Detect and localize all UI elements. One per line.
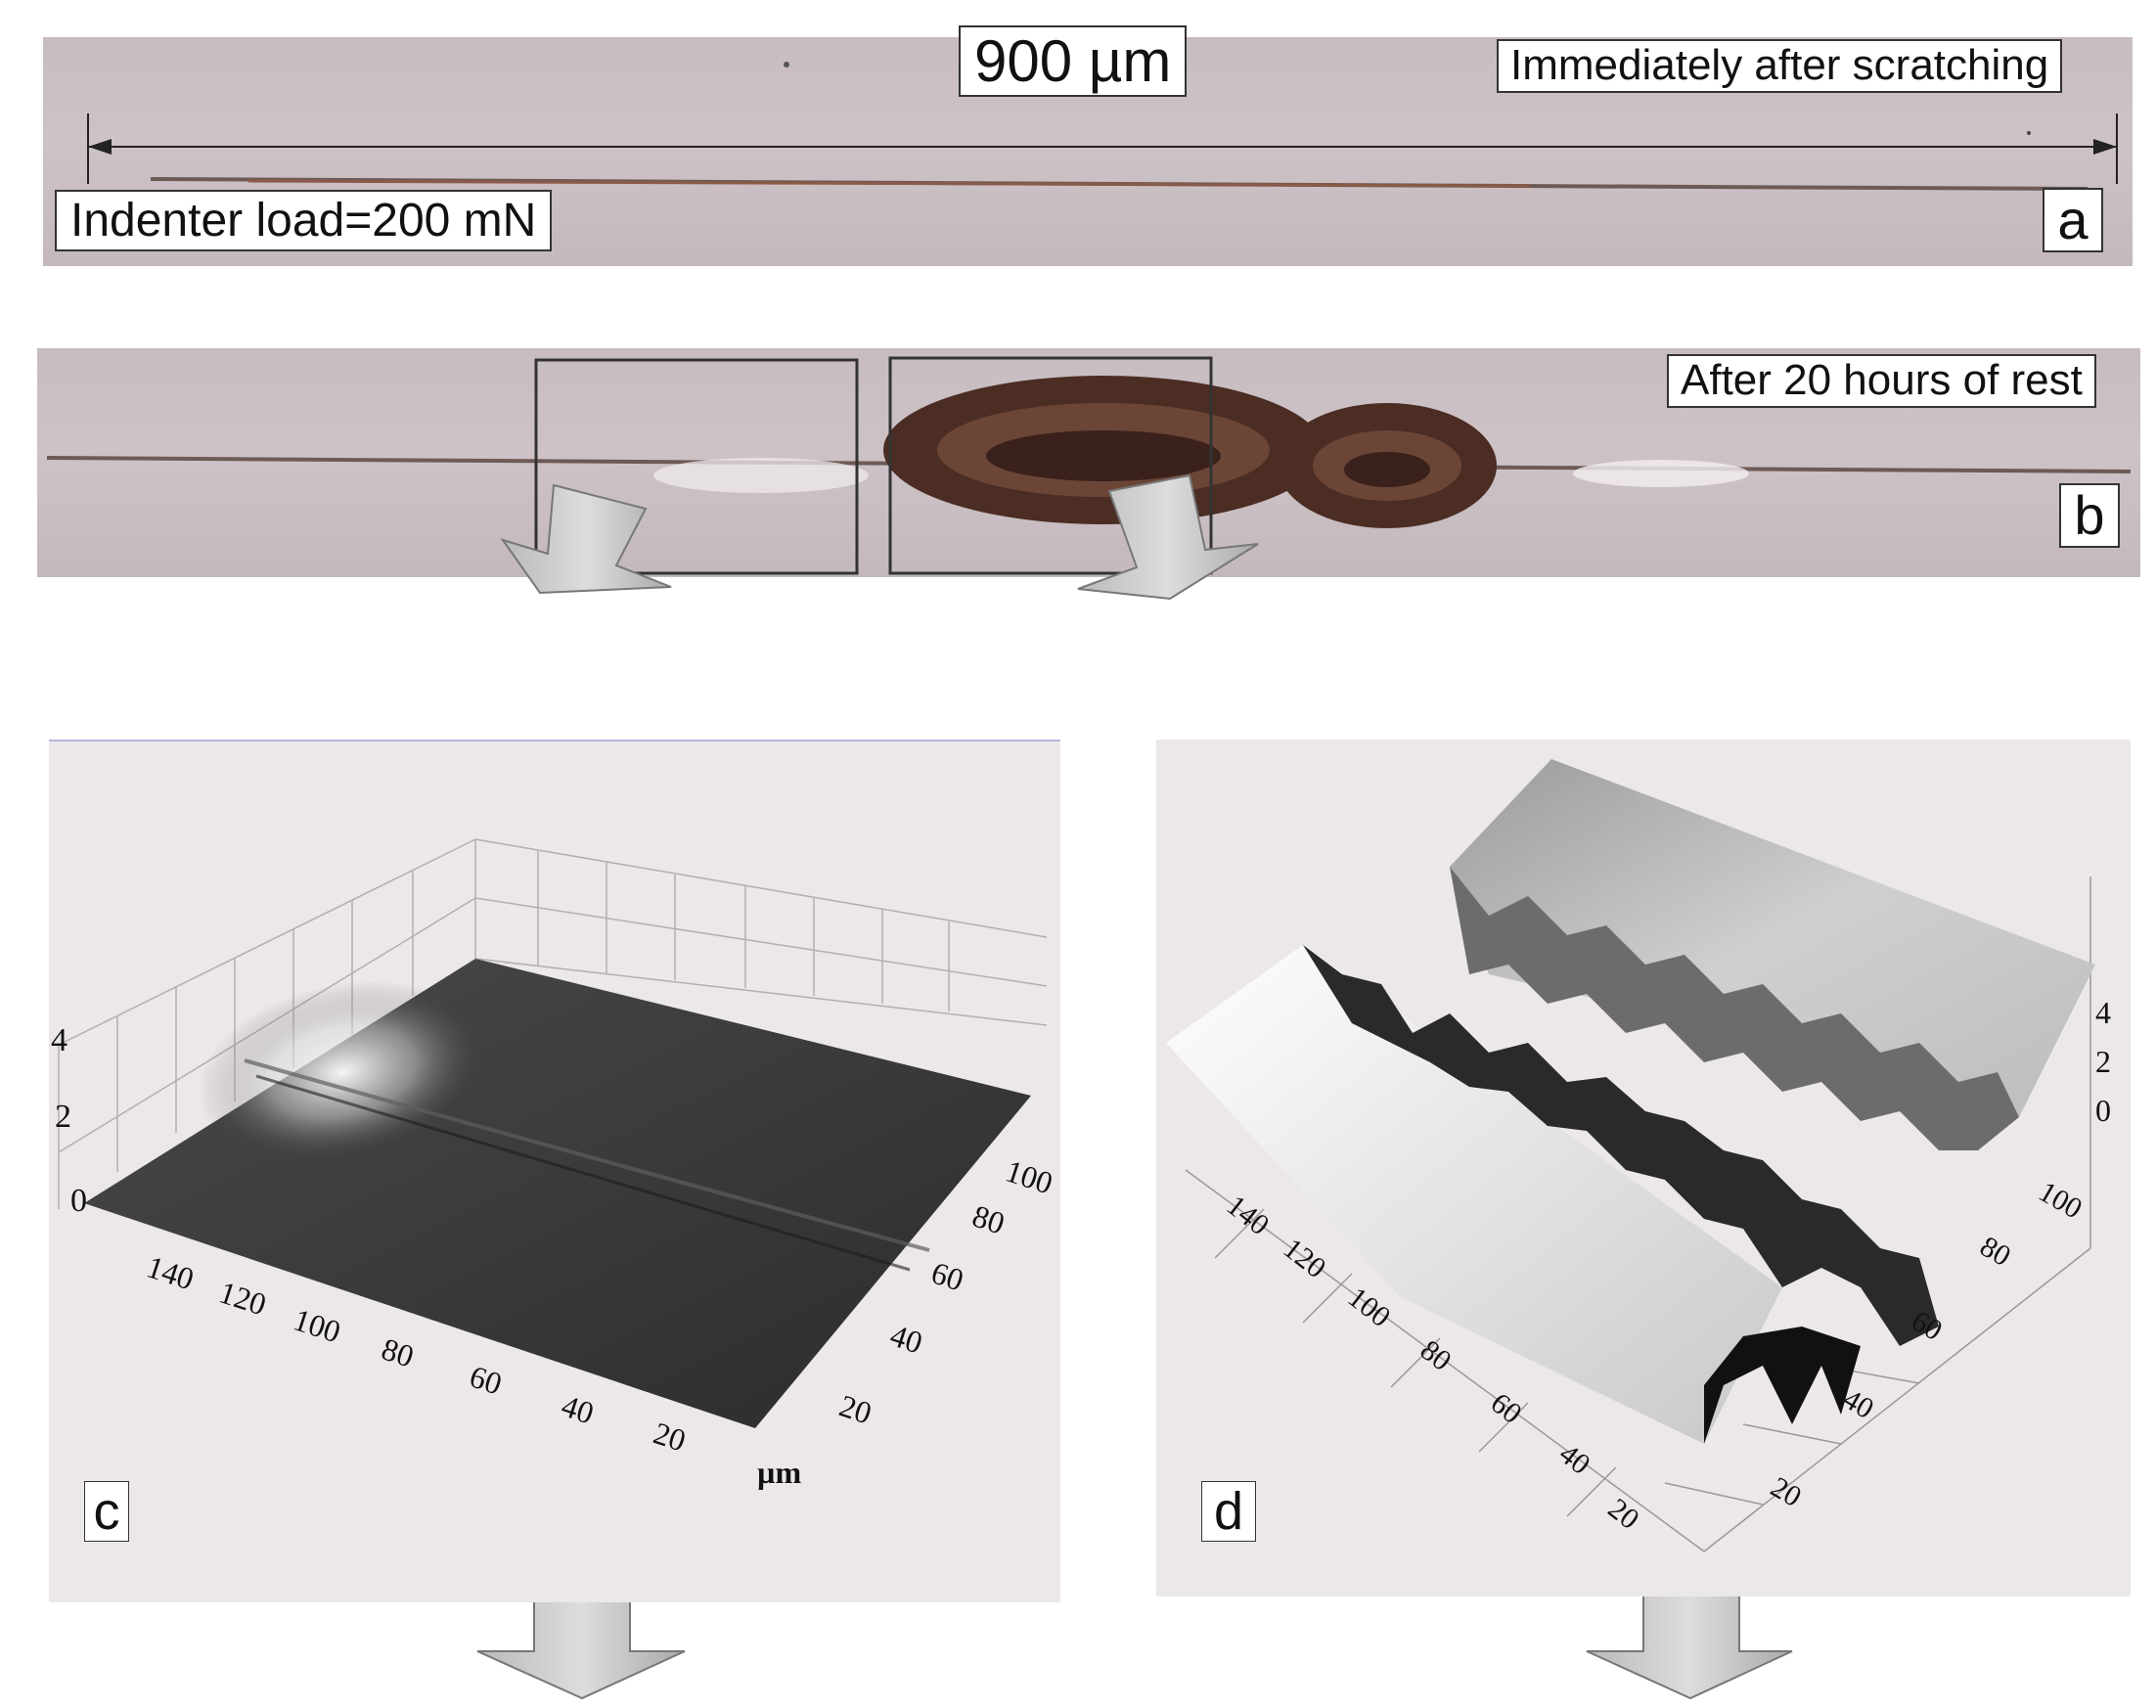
x-tick-d: 60 <box>1485 1387 1528 1430</box>
z-tick-c: 0 <box>70 1183 87 1219</box>
y-tick-d: 80 <box>1975 1230 2016 1273</box>
z-tick-d: 0 <box>2095 1093 2111 1128</box>
x-tick-c: 120 <box>215 1274 271 1322</box>
surface-plot-c-svg: 4 2 0 140 120 100 80 60 40 20 100 80 60 … <box>51 838 1057 1490</box>
z-tick-d: 4 <box>2095 995 2111 1030</box>
x-tick-d: 80 <box>1415 1334 1458 1377</box>
unit-label-c: µm <box>757 1455 801 1490</box>
status-label-a: Immediately after scratching <box>1497 39 2063 93</box>
z-tick-c: 4 <box>51 1022 67 1058</box>
x-tick-d: 100 <box>1342 1281 1397 1334</box>
healed-scratch <box>46 356 2132 575</box>
x-tick-d: 140 <box>1221 1190 1276 1242</box>
surface-plot-d: 4 2 0 140 120 100 80 60 40 20 100 80 60 … <box>1156 740 2131 1596</box>
zoom-box-right <box>888 356 1213 575</box>
zoom-box-left <box>534 358 859 575</box>
y-tick-c: 60 <box>927 1254 968 1297</box>
y-tick-d: 20 <box>1766 1470 1807 1513</box>
y-tick-c: 100 <box>1002 1152 1057 1200</box>
x-tick-d: 120 <box>1278 1233 1332 1285</box>
x-tick-d: 40 <box>1553 1438 1596 1481</box>
panel-tag-b: b <box>2059 483 2120 548</box>
z-tick-d: 2 <box>2095 1044 2111 1079</box>
surface-plot-d-svg: 4 2 0 140 120 100 80 60 40 20 100 80 60 … <box>1166 759 2111 1552</box>
x-tick-c: 20 <box>650 1415 691 1458</box>
y-tick-c: 20 <box>835 1387 876 1430</box>
panel-tag-c: c <box>84 1481 129 1542</box>
panel-tag-d: d <box>1201 1481 1256 1542</box>
scale-bar-label: 900 µm <box>959 25 1188 97</box>
indenter-load-label: Indenter load=200 mN <box>55 190 553 252</box>
y-tick-c: 40 <box>886 1317 927 1360</box>
status-label-b: After 20 hours of rest <box>1667 354 2096 408</box>
x-tick-c: 140 <box>143 1248 199 1296</box>
micrograph-panel-b <box>37 348 2140 577</box>
x-tick-d: 20 <box>1602 1493 1645 1536</box>
y-tick-c: 80 <box>968 1197 1010 1240</box>
x-tick-c: 80 <box>378 1330 419 1373</box>
y-tick-d: 100 <box>2034 1175 2088 1225</box>
x-tick-c: 100 <box>290 1301 345 1349</box>
x-tick-c: 40 <box>558 1387 599 1430</box>
panel-tag-a: a <box>2043 188 2103 252</box>
surface-plot-c: 4 2 0 140 120 100 80 60 40 20 100 80 60 … <box>49 740 1060 1602</box>
z-tick-c: 2 <box>55 1099 71 1135</box>
x-tick-c: 60 <box>466 1358 507 1401</box>
